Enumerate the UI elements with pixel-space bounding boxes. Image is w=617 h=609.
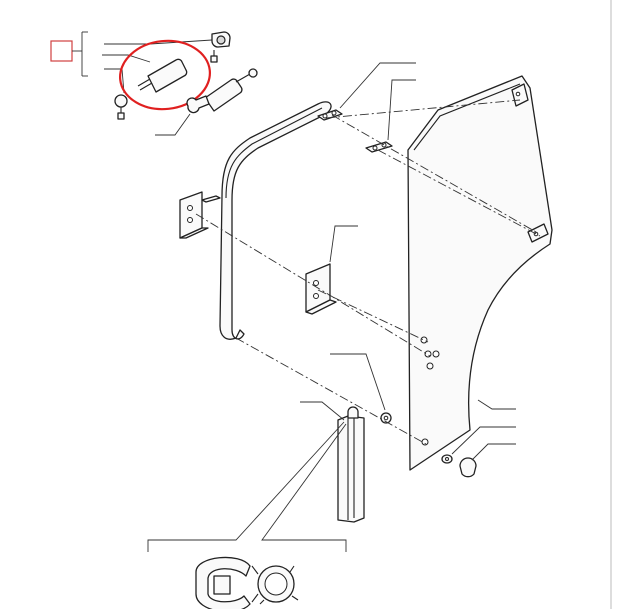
align-line-top [331,114,537,233]
leader-2 [451,426,516,455]
detail-line-right [261,423,347,552]
leader-7 [387,79,416,141]
seal-strip-5 [337,406,365,523]
frame-tube-inner [225,107,323,199]
leader-5 [300,401,345,421]
gas-strut-9 [186,68,258,114]
highlight-ellipse [119,39,211,111]
leader-9 [155,113,191,136]
frame-tube [219,101,332,340]
panel-hole-3 [432,350,440,358]
align-line-plate-6 [317,289,429,343]
detail-line-left [147,421,345,552]
leader-1 [477,399,516,410]
panel-hole-2 [424,350,432,358]
align-line-7 [377,149,541,237]
leader-8 [339,62,416,109]
leader-10 [102,54,151,63]
hinge-plate-6 [305,263,337,315]
align-line-bottom [235,337,427,445]
bracket-8 [317,109,343,121]
leader-4 [330,353,386,411]
glass-panel-1 [407,75,553,471]
knob-3 [459,457,477,478]
panel-hole-4 [426,362,434,370]
leader-3 [471,443,516,461]
seal-profile-section [195,556,299,609]
panel-hole-1 [420,336,428,344]
align-line-left-plate [195,213,431,357]
leader-6 [329,225,358,263]
panel-hole-5 [421,438,429,446]
glass-panel-edge [413,83,521,151]
align-line-8 [325,99,521,119]
hinge-plate-left [179,191,221,239]
gas-strut-10 [114,31,231,120]
callout-10-box [50,40,73,62]
